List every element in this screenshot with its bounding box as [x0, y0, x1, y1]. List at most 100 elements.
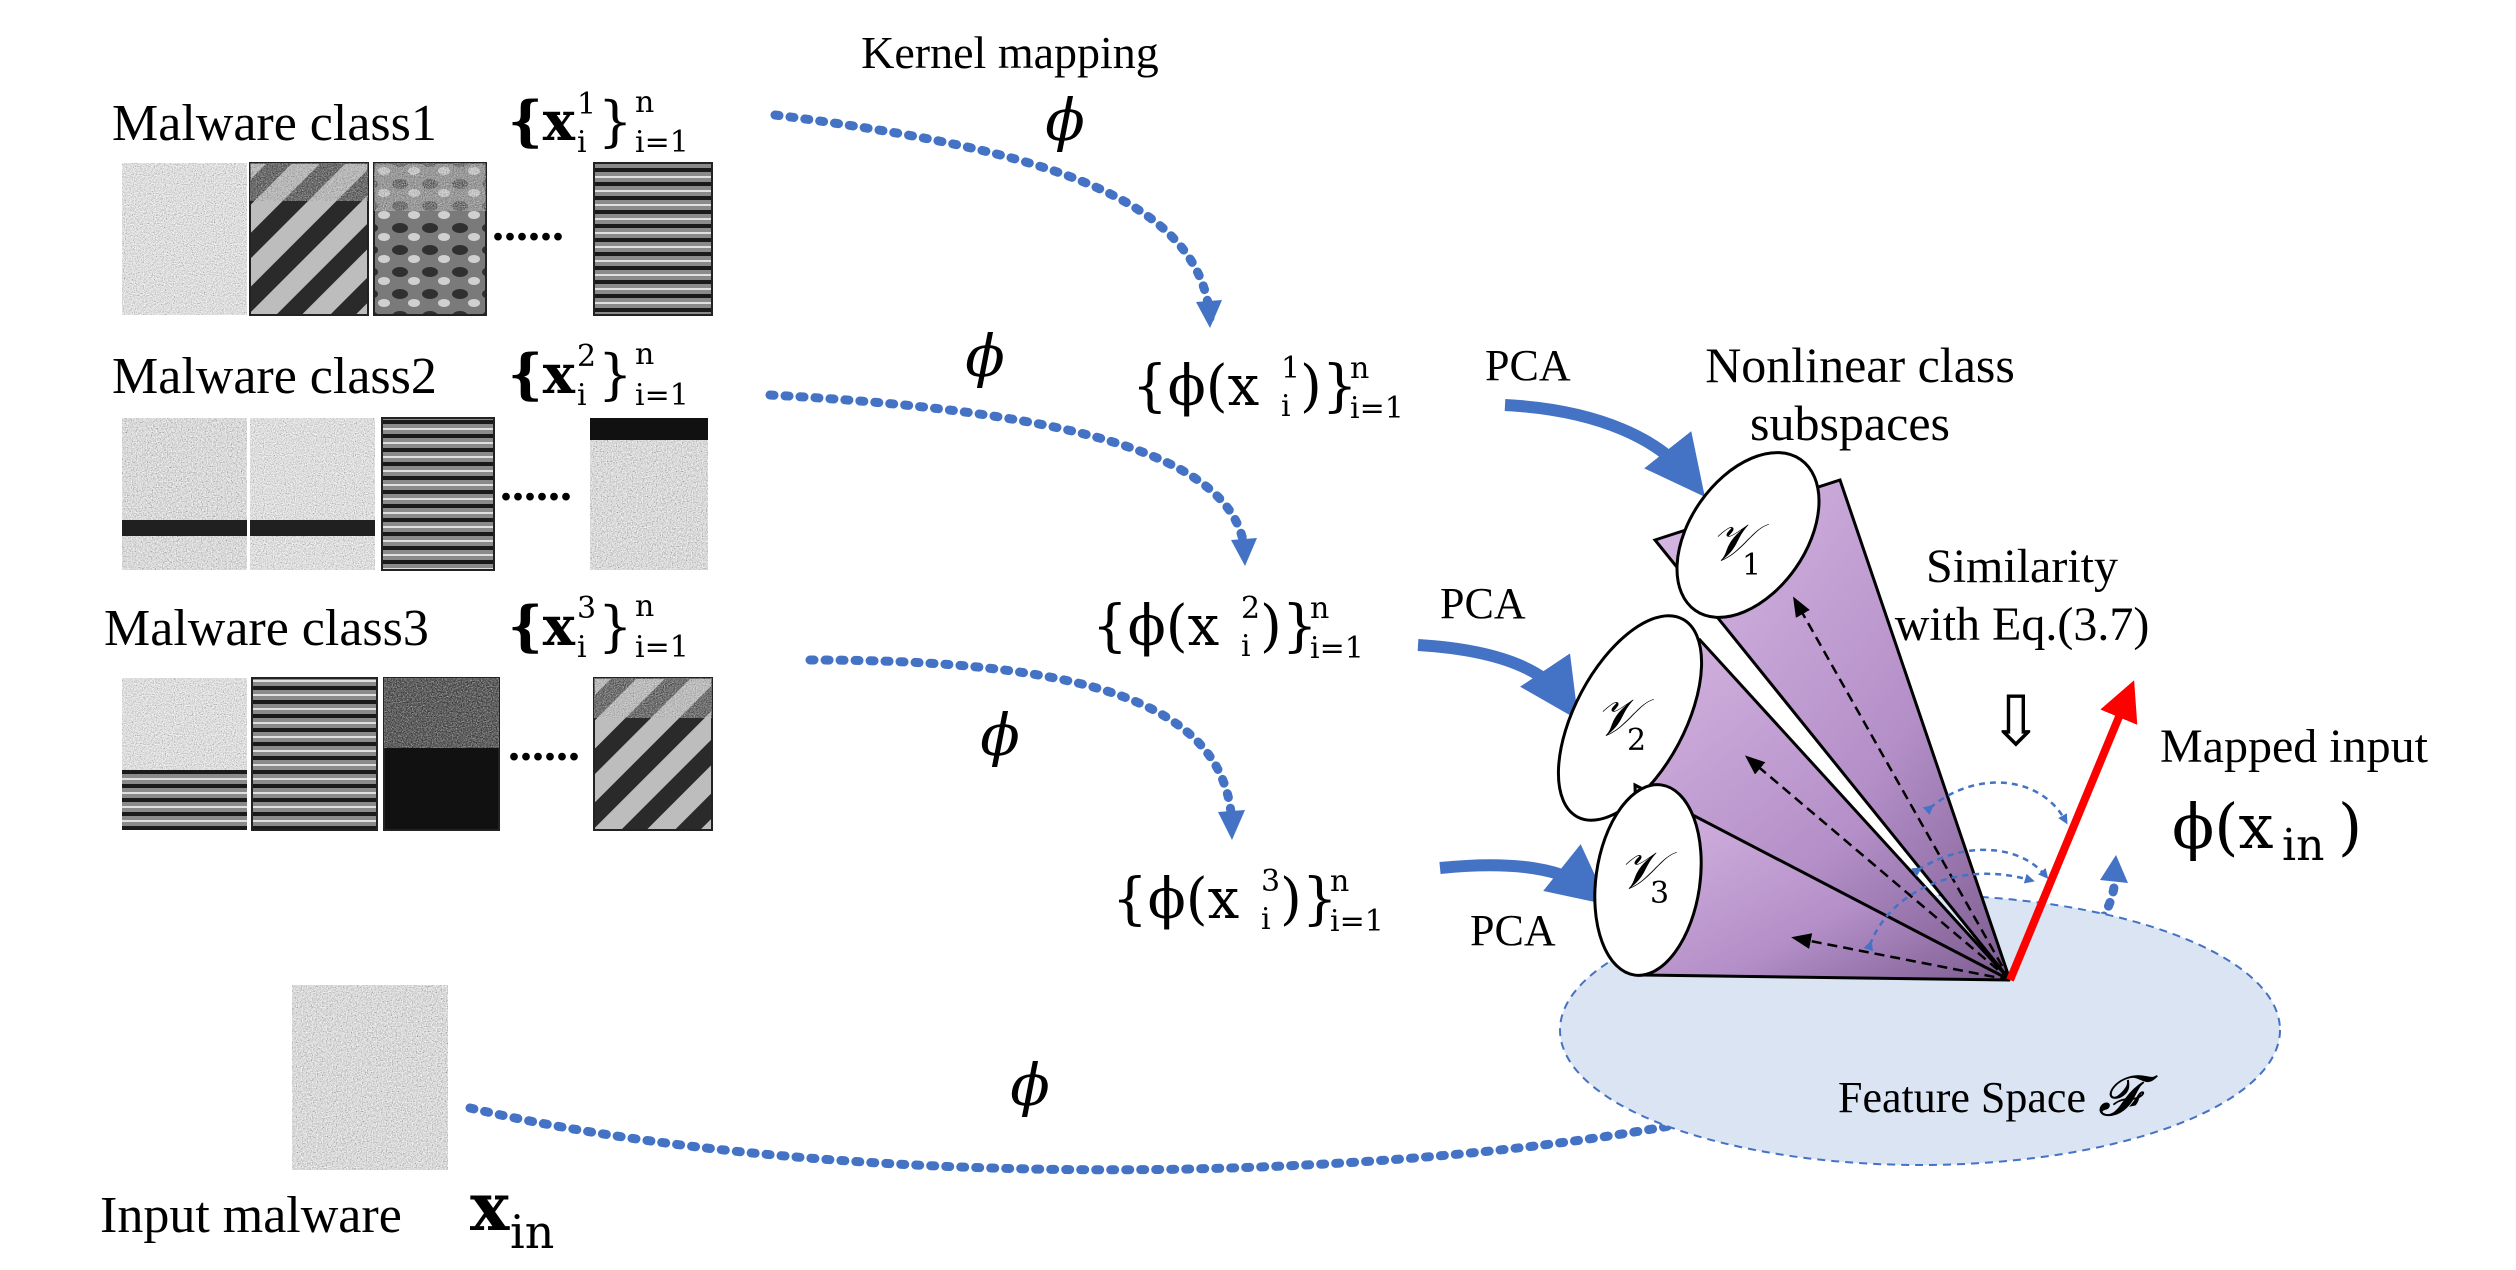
mapped-set-class1-range-sub: i=1 — [1350, 391, 1404, 426]
feature-space-label: Feature Space — [1838, 1073, 2086, 1122]
phi-symbol-top: ϕ — [1045, 86, 1085, 154]
class1-range-sup: n — [635, 85, 654, 120]
mapped-set-class3-open: {ϕ(x — [1112, 867, 1239, 932]
class3-sample-image-1-bottom — [122, 770, 247, 830]
mapped-set-class2-range-sup: n — [1310, 591, 1329, 626]
mapped-set-class3-range-sub: i=1 — [1330, 904, 1384, 939]
mapped-set-class3-close: )} — [1280, 867, 1337, 932]
class2-sample-image-1-band — [122, 520, 247, 536]
class2-range-sup: n — [635, 337, 654, 372]
class3-sample-image-3-top — [384, 678, 499, 748]
class1-set-sub: i — [577, 125, 587, 160]
class2-set-sub: i — [577, 378, 587, 413]
subspace-label-2-sub: 2 — [1627, 723, 1646, 758]
input-malware-image — [291, 984, 449, 1171]
subspace-label-1-sub: 1 — [1742, 548, 1761, 583]
class1-ellipsis: ...... — [492, 198, 564, 251]
subspace-cone-1 — [1652, 451, 2012, 981]
class3-sample-image-n-top — [594, 678, 712, 718]
mapped-set-class2: {ϕ(x 2 i )} n i=1 — [1092, 591, 1364, 666]
similarity-line2: with Eq.(3.7) — [1895, 598, 2150, 651]
malware-class1-group: Malware class1 {x 1 i } n i=1 ...... — [112, 85, 713, 316]
class3-set-sup: 3 — [577, 591, 596, 626]
input-malware-group: Input malware x in — [100, 984, 554, 1259]
mapped-input-math-close: ) — [2338, 790, 2362, 863]
kernel-flow-class2 — [765, 390, 1250, 560]
class2-set-base: {x — [508, 342, 576, 406]
mapped-set-class2-sub: i — [1241, 629, 1251, 664]
mapped-input-math-open: ϕ(x — [2172, 790, 2273, 863]
class3-sample-image-2 — [251, 677, 378, 831]
subspace-cone-3-opening — [1593, 783, 1703, 977]
kernel-flow-input-head — [2100, 855, 2128, 883]
malware-class2-group: Malware class2 {x 2 i } n i=1 ...... — [112, 337, 709, 571]
mapped-set-class1: {ϕ(x 1 i )} n i=1 — [1132, 351, 1404, 426]
class1-sample-image-1 — [121, 162, 248, 316]
input-malware-symbol: x — [470, 1168, 510, 1246]
pca-arrow-3 — [1439, 844, 1609, 905]
similarity-arc-3 — [1863, 872, 2035, 952]
pca-label-2: PCA — [1440, 579, 1526, 628]
mapped-input-label: Mapped input — [2160, 720, 2429, 773]
phi-symbol-class2: ϕ — [965, 322, 1005, 390]
similarity-arc-1 — [1922, 781, 2068, 825]
class3-range-sup: n — [635, 589, 654, 624]
class3-set-close: } — [598, 595, 632, 658]
class3-set-sub: i — [577, 630, 587, 665]
basis-arrow-3 — [1791, 933, 2011, 982]
kernel-flow-class1 — [770, 110, 1215, 323]
class3-title: Malware class3 — [104, 600, 429, 657]
mapped-set-class1-sub: i — [1281, 389, 1291, 424]
kernel-flow-class3-head — [1218, 810, 1245, 840]
subspaces-title-line1: Nonlinear class — [1705, 337, 2015, 393]
subspace-cone-1-opening — [1675, 451, 1821, 619]
class2-sample-image-n — [589, 417, 709, 571]
kernel-mapping-label: Kernel mapping — [861, 27, 1159, 78]
subspace-cone-2-opening — [1556, 614, 1704, 822]
class3-set-base: {x — [508, 594, 576, 658]
mapped-set-class1-open: {ϕ(x — [1132, 354, 1259, 419]
pca-label-1: PCA — [1485, 341, 1571, 390]
class1-set-sup: 1 — [577, 87, 596, 122]
class2-sample-image-n-band — [590, 418, 708, 440]
class1-sample-image-3-top — [374, 163, 486, 211]
kernel-flow-class2-head — [1231, 538, 1257, 566]
subspaces-title-line2: subspaces — [1750, 395, 1950, 451]
class2-range-sub: i=1 — [635, 378, 689, 413]
class1-set-close: } — [598, 90, 632, 153]
mapped-set-class3-sub: i — [1261, 902, 1271, 937]
class2-title: Malware class2 — [112, 348, 437, 405]
mapped-set-class3-sup: 3 — [1261, 864, 1280, 899]
similarity-arc-2 — [1911, 848, 2049, 879]
class2-sample-image-2 — [249, 417, 376, 571]
mapped-set-class1-close: )} — [1300, 354, 1357, 419]
class2-set-sup: 2 — [577, 339, 596, 374]
input-malware-symbol-sub: in — [510, 1205, 554, 1259]
phi-symbol-input: ϕ — [1010, 1051, 1050, 1119]
class1-sample-image-2-top — [250, 163, 368, 201]
class1-range-sub: i=1 — [635, 125, 689, 160]
malware-class3-group: Malware class3 {x 3 i } n i=1 ...... — [104, 589, 713, 831]
similarity-down-arrow-icon: ⇩ — [1987, 680, 2046, 762]
kernel-flow-class3 — [805, 655, 1237, 833]
class2-sample-image-1 — [121, 417, 248, 571]
similarity-line1: Similarity — [1926, 540, 2118, 593]
mapped-set-class3: {ϕ(x 3 i )} n i=1 — [1112, 864, 1384, 939]
kernel-flow-class1-head — [1196, 300, 1222, 328]
mapped-set-class3-range-sup: n — [1330, 864, 1349, 899]
input-malware-label: Input malware — [100, 1187, 402, 1244]
mapped-set-class2-open: {ϕ(x — [1092, 594, 1219, 659]
class2-ellipsis: ...... — [500, 458, 572, 511]
mapped-input-math-sub: in — [2282, 820, 2324, 871]
class3-ellipsis: ...... — [508, 718, 580, 771]
mapped-set-class2-sup: 2 — [1241, 591, 1260, 626]
mapped-set-class1-range-sup: n — [1350, 351, 1369, 386]
class2-set-close: } — [598, 343, 632, 406]
class2-sample-image-2-band — [250, 520, 375, 536]
pca-arrow-2 — [1417, 639, 1579, 720]
phi-symbol-class3: ϕ — [980, 701, 1020, 769]
mapped-set-class2-close: )} — [1260, 594, 1317, 659]
class1-title: Malware class1 — [112, 95, 437, 152]
class2-sample-image-3 — [381, 417, 495, 571]
